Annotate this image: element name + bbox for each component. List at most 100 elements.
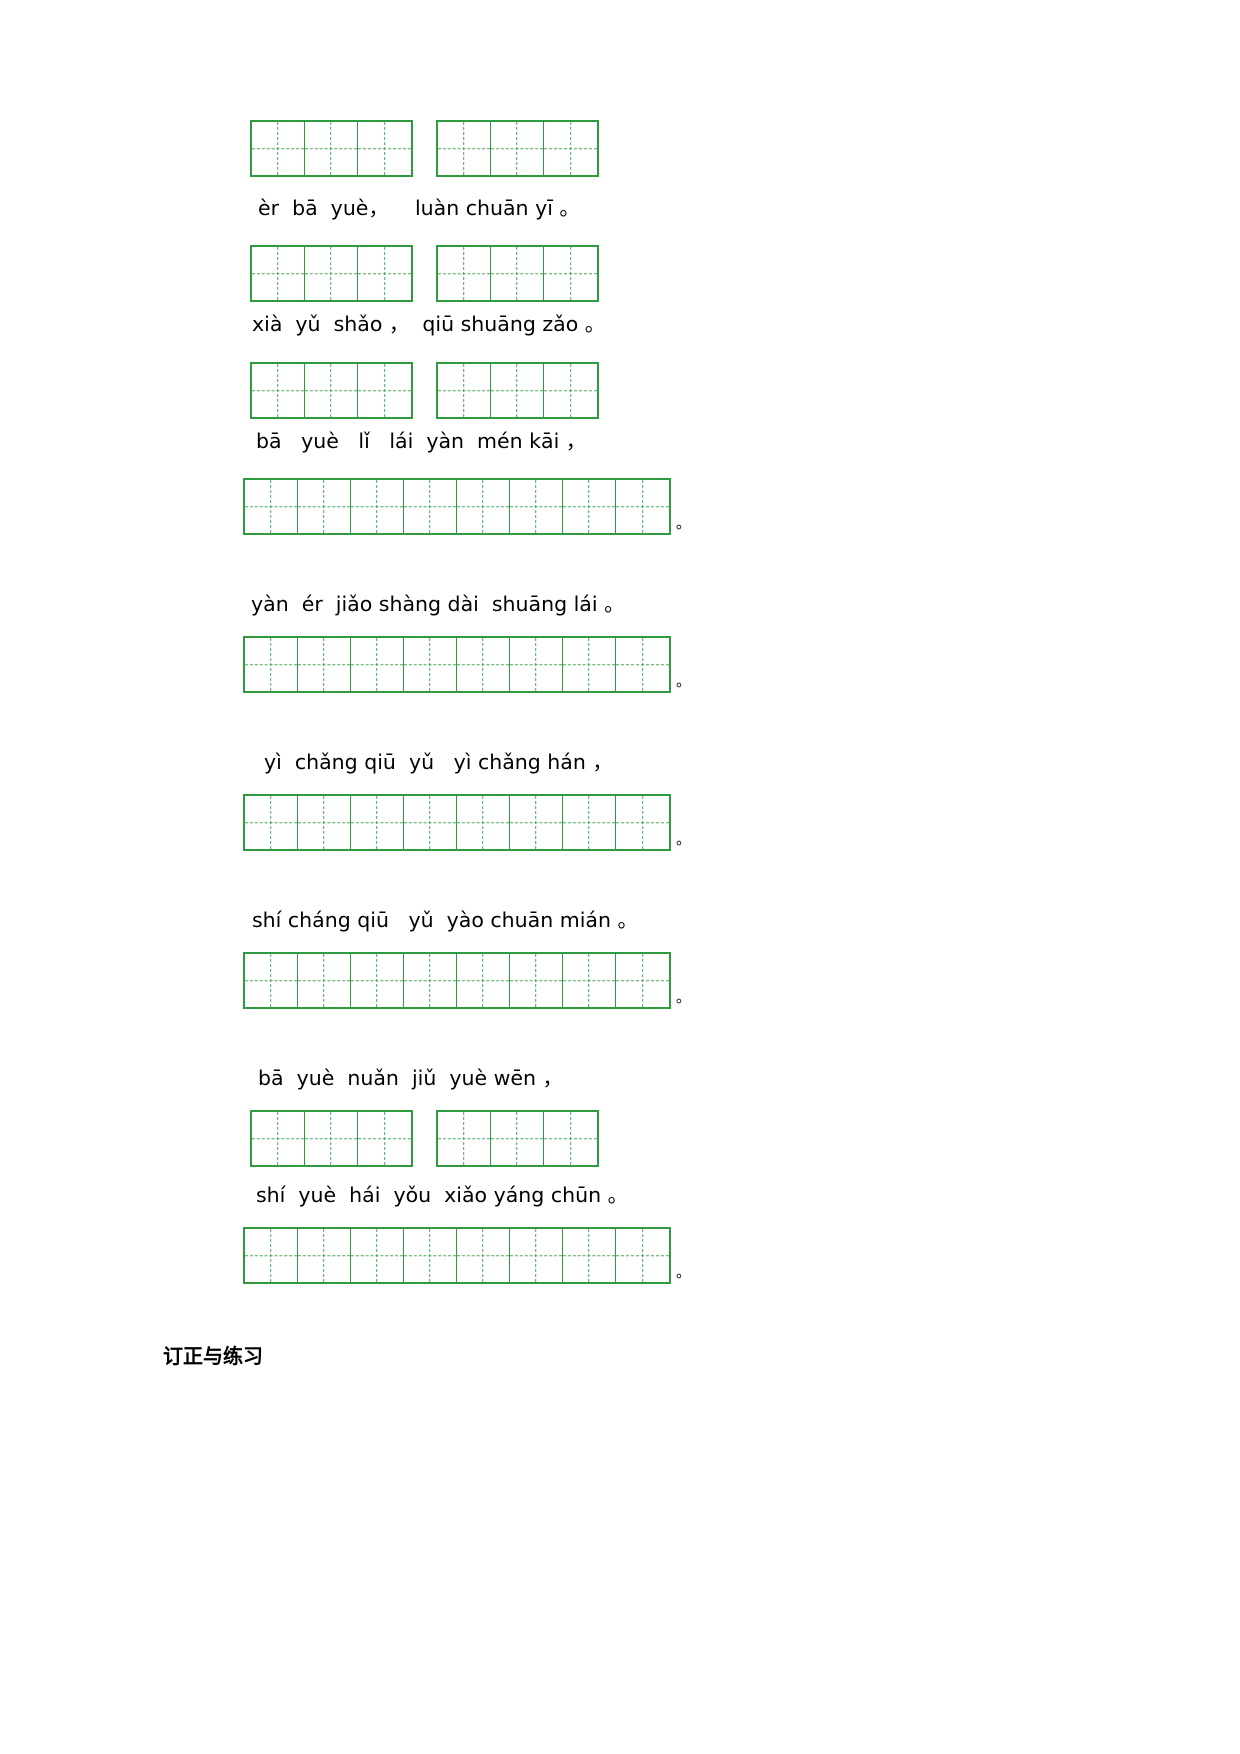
writing-grid-row[interactable]: 。 xyxy=(243,952,691,1009)
grid-block[interactable] xyxy=(436,120,599,177)
grid-block[interactable] xyxy=(250,1110,413,1167)
grid-cell[interactable] xyxy=(404,954,457,1007)
writing-grid-row[interactable]: 。 xyxy=(243,1227,691,1284)
pinyin-line-7: bā yuè nuǎn jiǔ yuè wēn ， xyxy=(258,1066,564,1090)
grid-cell[interactable] xyxy=(252,247,305,300)
grid-cell[interactable] xyxy=(563,480,616,533)
grid-cell[interactable] xyxy=(252,364,305,417)
grid-block[interactable] xyxy=(250,245,413,302)
grid-cell[interactable] xyxy=(438,122,491,175)
writing-grid-row[interactable]: 。 xyxy=(243,794,691,851)
pinyin-line-5: yì chǎng qiū yǔ yì chǎng hán ， xyxy=(264,750,613,774)
grid-cell[interactable] xyxy=(252,1112,305,1165)
grid-cell[interactable] xyxy=(404,638,457,691)
pinyin-line-4: yàn ér jiǎo shàng dài shuāng lái 。 xyxy=(251,592,625,616)
grid-cell[interactable] xyxy=(544,247,597,300)
grid-cell[interactable] xyxy=(358,122,411,175)
grid-cell[interactable] xyxy=(358,364,411,417)
grid-cell[interactable] xyxy=(457,954,510,1007)
grid-block[interactable] xyxy=(250,120,413,177)
grid-cell[interactable] xyxy=(298,638,351,691)
grid-cell[interactable] xyxy=(245,796,298,849)
grid-cell[interactable] xyxy=(298,480,351,533)
writing-grid-row[interactable] xyxy=(250,362,599,419)
grid-cell[interactable] xyxy=(305,1112,358,1165)
grid-cell[interactable] xyxy=(351,954,404,1007)
grid-block[interactable] xyxy=(243,794,671,851)
grid-cell[interactable] xyxy=(510,954,563,1007)
grid-cell[interactable] xyxy=(404,796,457,849)
grid-cell[interactable] xyxy=(616,796,669,849)
grid-cell[interactable] xyxy=(563,638,616,691)
pinyin-line-2: xià yǔ shǎo ， qiū shuāng zǎo 。 xyxy=(252,312,606,336)
grid-cell[interactable] xyxy=(305,122,358,175)
pinyin-line-8: shí yuè hái yǒu xiǎo yáng chūn 。 xyxy=(256,1183,629,1207)
grid-cell[interactable] xyxy=(252,122,305,175)
grid-cell[interactable] xyxy=(563,954,616,1007)
grid-cell[interactable] xyxy=(563,1229,616,1282)
grid-cell[interactable] xyxy=(298,954,351,1007)
grid-cell[interactable] xyxy=(358,247,411,300)
grid-cell[interactable] xyxy=(544,1112,597,1165)
grid-cell[interactable] xyxy=(457,638,510,691)
grid-block[interactable] xyxy=(243,478,671,535)
grid-cell[interactable] xyxy=(404,480,457,533)
grid-cell[interactable] xyxy=(510,1229,563,1282)
grid-cell[interactable] xyxy=(563,796,616,849)
pinyin-line-3: bā yuè lǐ lái yàn mén kāi ， xyxy=(256,429,587,453)
grid-cell[interactable] xyxy=(351,796,404,849)
grid-cell[interactable] xyxy=(510,796,563,849)
grid-cell[interactable] xyxy=(491,364,544,417)
grid-block[interactable] xyxy=(250,362,413,419)
grid-cell[interactable] xyxy=(298,796,351,849)
grid-block[interactable] xyxy=(243,1227,671,1284)
grid-cell[interactable] xyxy=(351,480,404,533)
grid-cell[interactable] xyxy=(491,122,544,175)
grid-cell[interactable] xyxy=(544,122,597,175)
grid-cell[interactable] xyxy=(438,247,491,300)
grid-cell[interactable] xyxy=(544,364,597,417)
writing-grid-row[interactable] xyxy=(250,120,599,177)
writing-grid-row[interactable]: 。 xyxy=(243,478,691,535)
grid-cell[interactable] xyxy=(616,954,669,1007)
section-heading: 订正与练习 xyxy=(163,1344,263,1368)
grid-cell[interactable] xyxy=(305,247,358,300)
grid-cell[interactable] xyxy=(245,1229,298,1282)
grid-cell[interactable] xyxy=(457,480,510,533)
trailing-punctuation: 。 xyxy=(676,830,692,848)
grid-cell[interactable] xyxy=(616,638,669,691)
grid-cell[interactable] xyxy=(457,1229,510,1282)
pinyin-line-1: èr bā yuè， luàn chuān yī 。 xyxy=(258,196,580,220)
grid-cell[interactable] xyxy=(491,1112,544,1165)
writing-grid-row[interactable] xyxy=(250,245,599,302)
grid-cell[interactable] xyxy=(245,638,298,691)
grid-cell[interactable] xyxy=(438,364,491,417)
grid-cell[interactable] xyxy=(298,1229,351,1282)
trailing-punctuation: 。 xyxy=(676,1263,692,1281)
trailing-punctuation: 。 xyxy=(676,672,692,690)
grid-cell[interactable] xyxy=(305,364,358,417)
grid-cell[interactable] xyxy=(358,1112,411,1165)
writing-grid-row[interactable]: 。 xyxy=(243,636,691,693)
trailing-punctuation: 。 xyxy=(676,988,692,1006)
grid-block[interactable] xyxy=(436,362,599,419)
grid-cell[interactable] xyxy=(457,796,510,849)
grid-block[interactable] xyxy=(243,952,671,1009)
grid-block[interactable] xyxy=(436,1110,599,1167)
grid-cell[interactable] xyxy=(351,1229,404,1282)
writing-grid-row[interactable] xyxy=(250,1110,599,1167)
grid-block[interactable] xyxy=(243,636,671,693)
grid-cell[interactable] xyxy=(616,480,669,533)
grid-cell[interactable] xyxy=(510,638,563,691)
grid-cell[interactable] xyxy=(491,247,544,300)
grid-cell[interactable] xyxy=(510,480,563,533)
grid-cell[interactable] xyxy=(616,1229,669,1282)
grid-cell[interactable] xyxy=(404,1229,457,1282)
grid-cell[interactable] xyxy=(351,638,404,691)
trailing-punctuation: 。 xyxy=(676,514,692,532)
pinyin-line-6: shí cháng qiū yǔ yào chuān mián 。 xyxy=(252,908,638,932)
grid-cell[interactable] xyxy=(245,480,298,533)
grid-cell[interactable] xyxy=(438,1112,491,1165)
grid-cell[interactable] xyxy=(245,954,298,1007)
grid-block[interactable] xyxy=(436,245,599,302)
